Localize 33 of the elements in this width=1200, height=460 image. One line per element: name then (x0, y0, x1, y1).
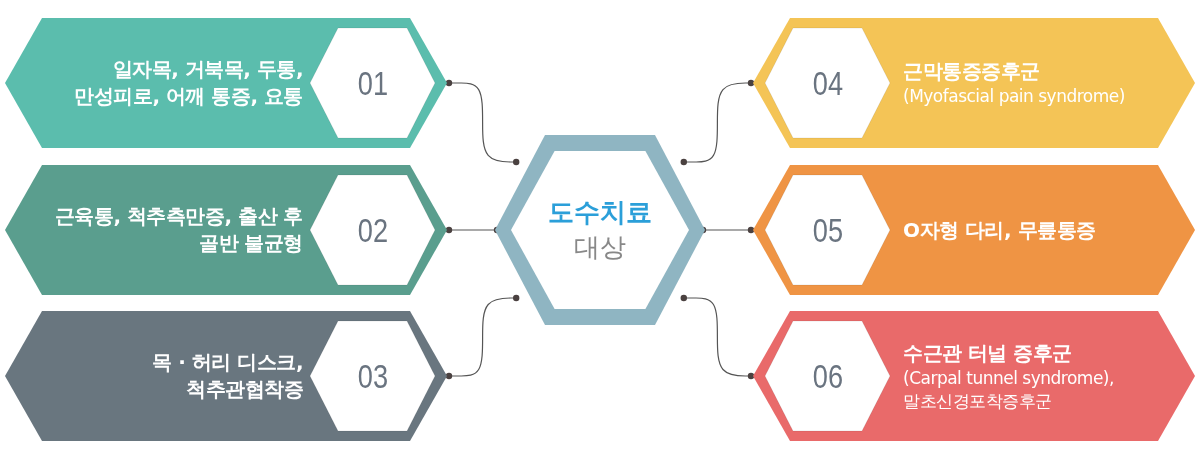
number-hexagon (765, 175, 890, 285)
banner-text: O자형 다리, 무릎통증 (903, 216, 1097, 244)
center-hexagon (495, 135, 705, 325)
category-banner (753, 18, 1195, 148)
number-label: 06 (812, 356, 843, 396)
number-label: 05 (812, 210, 843, 250)
category-banner (753, 165, 1195, 295)
connector (680, 294, 755, 380)
number-hexagon (310, 321, 435, 431)
banner-subtext: (Myofascial pain syndrome) (903, 85, 1126, 108)
number-hexagon (310, 175, 435, 285)
number-label: 03 (357, 356, 388, 396)
banner-text: 목 · 허리 디스크, 척추관협착증 (151, 349, 303, 403)
banner-text: 근막통증증후군 (903, 58, 1041, 86)
category-banner (753, 311, 1195, 441)
banner-text: 일자목, 거북목, 두통, 만성피로, 어깨 통증, 요통 (73, 56, 303, 110)
connector (445, 79, 520, 166)
number-label: 04 (812, 63, 843, 103)
connector (445, 294, 520, 380)
category-banner (5, 311, 447, 441)
number-label: 02 (357, 210, 388, 250)
center-title: 도수치료 (548, 195, 652, 229)
banner-text: 근육통, 척추측만증, 출산 후 골반 불균형 (53, 203, 303, 257)
center-subtitle: 대상 (574, 231, 626, 264)
category-banner (5, 18, 447, 148)
banner-text: 수근관 터널 증후군 (903, 339, 1073, 367)
number-hexagon (765, 321, 890, 431)
number-label: 01 (357, 63, 388, 103)
number-hexagon (310, 28, 435, 138)
category-banner (5, 165, 447, 295)
connector (680, 79, 755, 166)
banner-subtext: (Carpal tunnel syndrome), 말초신경포착증후군 (903, 366, 1115, 413)
number-hexagon (765, 28, 890, 138)
